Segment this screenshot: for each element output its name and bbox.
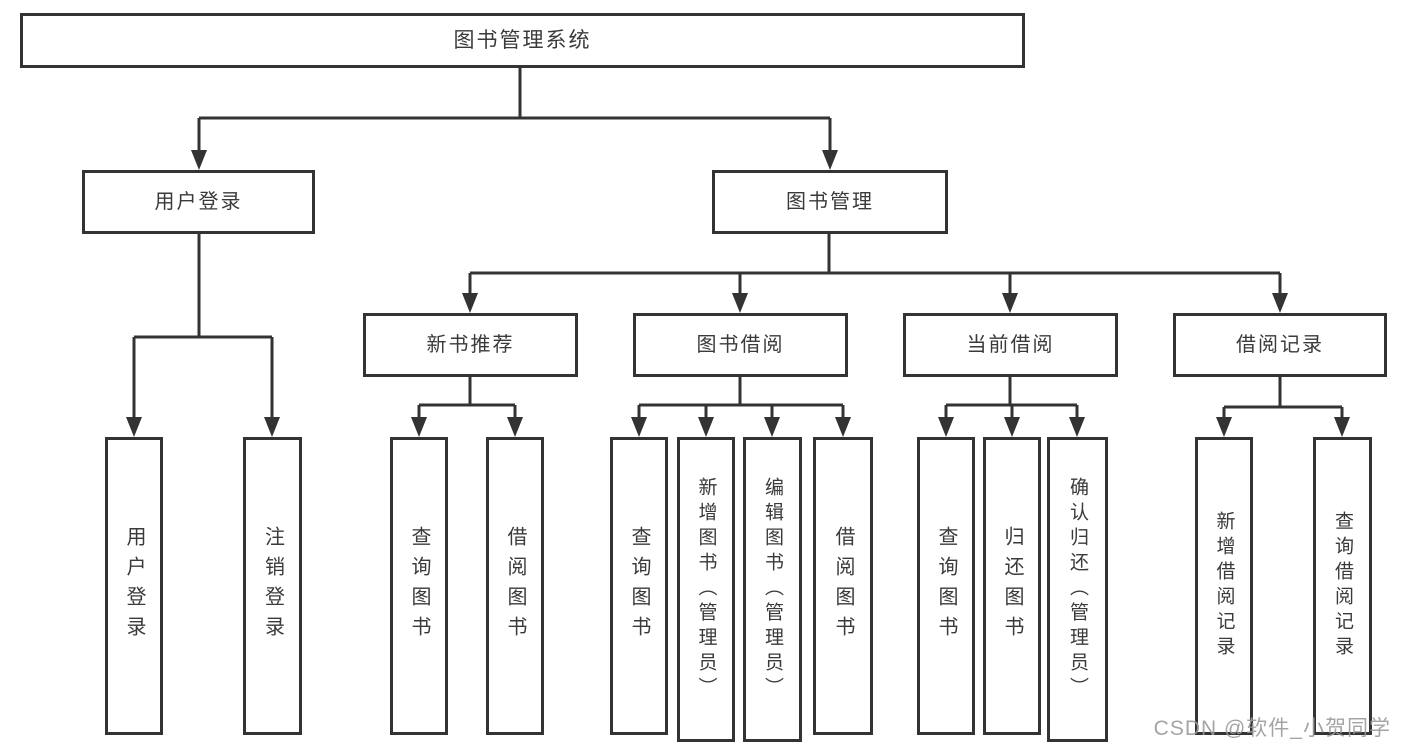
arrow-icon [264,417,280,437]
node-borrow-books-recommend: 借阅图书 [486,437,544,735]
connector-user-login-to-leaves [132,234,274,417]
node-label: 图书借阅 [696,334,785,356]
arrow-icon [822,150,838,170]
node-label: 查询图书 [935,526,957,646]
arrow-icon [191,150,207,170]
arrow-icon [938,417,954,437]
node-logout: 注销登录 [243,437,302,735]
arrow-icon [698,417,714,437]
arrow-icon [1069,417,1085,437]
node-label: 当前借阅 [966,334,1055,356]
node-label: 注销登录 [261,526,284,646]
arrow-icon [835,417,851,437]
node-query-books-recommend: 查询图书 [390,437,448,735]
node-return-book: 归还图书 [983,437,1041,735]
node-label: 新书推荐 [426,334,515,356]
arrow-icon [1002,293,1018,313]
connector-book-management-to-level3 [468,234,1282,293]
node-label: 查询借阅记录 [1332,511,1353,661]
arrow-icon [507,417,523,437]
node-label: 新增图书（管理员） [695,477,717,702]
node-confirm-return-admin: 确认归还（管理员） [1047,437,1108,742]
arrow-icon [631,417,647,437]
arrow-icon [1216,417,1232,437]
arrow-icon [732,293,748,313]
connector-root-to-level2 [197,68,832,150]
node-add-borrow-record: 新增借阅记录 [1195,437,1253,735]
node-label: 图书管理 [786,191,874,213]
arrow-icon [126,417,142,437]
arrow-icon [1334,417,1350,437]
node-label: 新增借阅记录 [1213,511,1235,661]
node-current-borrowing: 当前借阅 [903,313,1118,377]
node-label: 用户登录 [123,526,145,646]
connector-book-borrowing-to-leaves [637,377,845,417]
node-borrowing-records: 借阅记录 [1173,313,1387,377]
node-new-book-recommend: 新书推荐 [363,313,578,377]
node-label: 图书管理系统 [453,29,592,52]
node-label: 编辑图书（管理员） [762,477,783,702]
arrow-icon [411,417,427,437]
arrow-icon [1004,417,1020,437]
node-query-books-borrowing: 查询图书 [610,437,668,735]
arrow-icon [462,293,478,313]
node-user-login-leaf: 用户登录 [105,437,163,735]
node-label: 借阅图书 [832,526,854,646]
connector-current-borrowing-to-leaves [944,377,1079,417]
node-label: 确认归还（管理员） [1067,477,1088,702]
arrow-icon [764,417,780,437]
watermark: CSDN @软件_小贺同学 [1153,717,1391,740]
node-edit-book-admin: 编辑图书（管理员） [743,437,802,742]
node-label: 查询图书 [408,526,430,646]
node-add-book-admin: 新增图书（管理员） [677,437,735,742]
node-book-management: 图书管理 [712,170,948,234]
node-library-system: 图书管理系统 [20,13,1025,68]
node-label: 用户登录 [154,191,243,213]
node-label: 借阅图书 [504,526,526,646]
node-query-books-current: 查询图书 [917,437,975,735]
connector-borrow-records-to-leaves [1222,377,1344,417]
node-label: 借阅记录 [1236,334,1324,356]
arrow-icon [1272,293,1288,313]
node-borrow-books-leaf: 借阅图书 [813,437,873,735]
node-book-borrowing: 图书借阅 [633,313,848,377]
node-user-login: 用户登录 [82,170,315,234]
node-label: 查询图书 [628,526,650,646]
node-query-borrow-record: 查询借阅记录 [1313,437,1372,735]
connector-new-book-to-leaves [417,377,517,417]
node-label: 归还图书 [1001,526,1023,646]
